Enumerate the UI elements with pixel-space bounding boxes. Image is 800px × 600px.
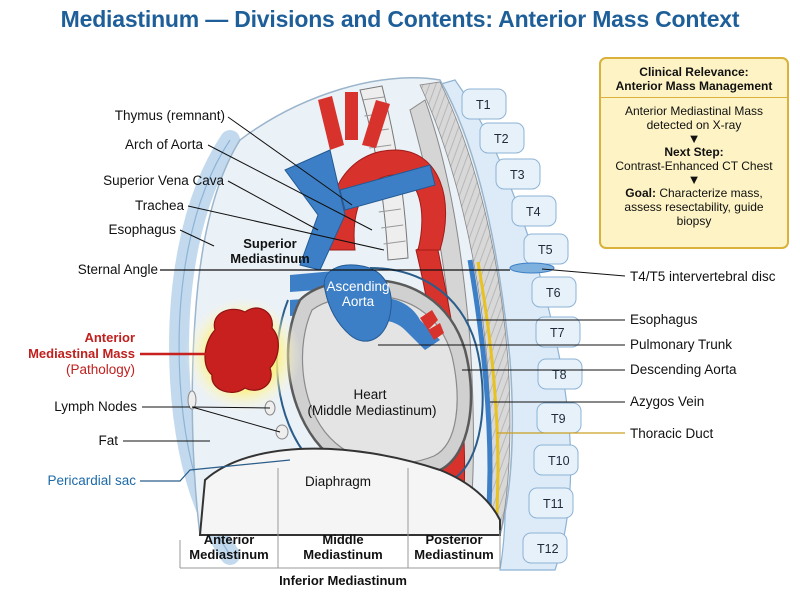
division-lines bbox=[179, 468, 501, 569]
label-lymph-nodes: Lymph Nodes bbox=[54, 399, 137, 414]
label-disc: T4/T5 intervertebral disc bbox=[630, 269, 776, 284]
label-pulmonary-trunk: Pulmonary Trunk bbox=[630, 337, 732, 352]
label-inferior-mediastinum: Inferior Mediastinum bbox=[279, 573, 407, 588]
clinical-relevance-box: Clinical Relevance: Anterior Mass Manage… bbox=[599, 57, 789, 249]
vertebra-label-t7: T7 bbox=[550, 326, 565, 340]
vertebra-label-t12: T12 bbox=[537, 542, 559, 556]
label-mass-line1: Anterior bbox=[84, 330, 135, 345]
label-pericardial-sac: Pericardial sac bbox=[47, 473, 136, 488]
azygos-vein bbox=[467, 259, 493, 516]
anterior-mass bbox=[185, 297, 301, 413]
vertebral-bodies bbox=[461, 88, 583, 564]
label-fat: Fat bbox=[98, 433, 118, 448]
vertebra-label-t2: T2 bbox=[494, 132, 509, 146]
label-trachea: Trachea bbox=[135, 198, 185, 213]
ascending-aorta bbox=[323, 264, 392, 342]
vertebra-body-t6 bbox=[531, 276, 577, 308]
label-middle-line1: Middle bbox=[322, 532, 363, 547]
leader-lines bbox=[123, 116, 626, 442]
label-descending-aorta: Descending Aorta bbox=[630, 362, 737, 377]
label-thoracic-duct: Thoracic Duct bbox=[630, 426, 714, 441]
down-arrow-icon: ▼ bbox=[687, 131, 701, 146]
vertebra-label-t9: T9 bbox=[551, 412, 566, 426]
label-sternal-angle: Sternal Angle bbox=[78, 262, 158, 277]
label-heart-line2: (Middle Mediastinum) bbox=[307, 403, 436, 418]
vertebra-body-t11 bbox=[528, 487, 574, 519]
vertebra-body-t1 bbox=[461, 88, 507, 120]
vertebra-body-t4 bbox=[511, 195, 557, 227]
trachea-ring bbox=[378, 208, 401, 213]
label-anterior-line2: Mediastinum bbox=[189, 547, 268, 562]
vertebra-body-t7 bbox=[535, 316, 581, 348]
pericardial-leader bbox=[140, 459, 291, 482]
vertebra-body-t8 bbox=[537, 358, 583, 390]
clinical-goal: Goal: Characterize mass, assess resectab… bbox=[624, 186, 764, 228]
label-posterior-line1: Posterior bbox=[425, 532, 482, 547]
label-esophagus-right: Esophagus bbox=[630, 312, 698, 327]
vertebra-body-t12 bbox=[522, 532, 568, 564]
down-arrow-icon: ▼ bbox=[687, 172, 701, 187]
label-thymus: Thymus (remnant) bbox=[115, 108, 225, 123]
vertebra-body-t2 bbox=[479, 122, 525, 154]
clinical-step1: Anterior Mediastinal Mass detected on X-… bbox=[624, 104, 764, 132]
vertebra-label-t8: T8 bbox=[552, 368, 567, 382]
vertebra-body-t10 bbox=[533, 444, 579, 476]
label-superior-line2: Mediastinum bbox=[230, 251, 309, 266]
label-azygos-vein: Azygos Vein bbox=[630, 394, 704, 409]
trachea-ring bbox=[381, 224, 404, 229]
t4-t5-disc bbox=[509, 262, 555, 274]
vertebra-label-t11: T11 bbox=[543, 497, 564, 511]
thoracic-duct bbox=[476, 261, 500, 516]
vertebra-body-t3 bbox=[495, 158, 541, 190]
trachea-ring bbox=[383, 240, 406, 245]
vertebra-label-t1: T1 bbox=[476, 98, 491, 112]
label-middle-line2: Mediastinum bbox=[303, 547, 382, 562]
vertebra-label-t3: T3 bbox=[510, 168, 525, 182]
label-ascending-line2: Aorta bbox=[342, 294, 375, 309]
vertebra-label-t6: T6 bbox=[546, 286, 561, 300]
label-esophagus-left: Esophagus bbox=[108, 222, 176, 237]
label-diaphragm: Diaphragm bbox=[305, 474, 371, 489]
label-superior-line1: Superior bbox=[243, 236, 296, 251]
trachea-ring bbox=[369, 144, 392, 149]
vertebra-label-t4: T4 bbox=[526, 205, 541, 219]
heart bbox=[286, 278, 473, 479]
clinical-title: Clinical Relevance: Anterior Mass Manage… bbox=[601, 59, 787, 98]
label-mass-line3: (Pathology) bbox=[66, 362, 135, 377]
vertebra-label-t5: T5 bbox=[538, 243, 553, 257]
clinical-next-step: Next Step: Contrast-Enhanced CT Chest bbox=[615, 145, 773, 173]
label-heart-line1: Heart bbox=[353, 387, 386, 402]
label-posterior-line2: Mediastinum bbox=[414, 547, 493, 562]
label-arch-of-aorta: Arch of Aorta bbox=[125, 137, 204, 152]
label-mass-line2: Mediastinal Mass bbox=[28, 346, 135, 361]
label-ascending-line1: Ascending bbox=[326, 279, 389, 294]
label-svc: Superior Vena Cava bbox=[103, 173, 224, 188]
lymph-nodes bbox=[187, 390, 289, 440]
page-title: Mediastinum — Divisions and Contents: An… bbox=[60, 6, 740, 32]
vertebra-label-t10: T10 bbox=[548, 454, 570, 468]
trachea-ring bbox=[361, 96, 385, 101]
diaphragm bbox=[198, 447, 501, 536]
label-anterior-line1: Anterior bbox=[204, 532, 255, 547]
